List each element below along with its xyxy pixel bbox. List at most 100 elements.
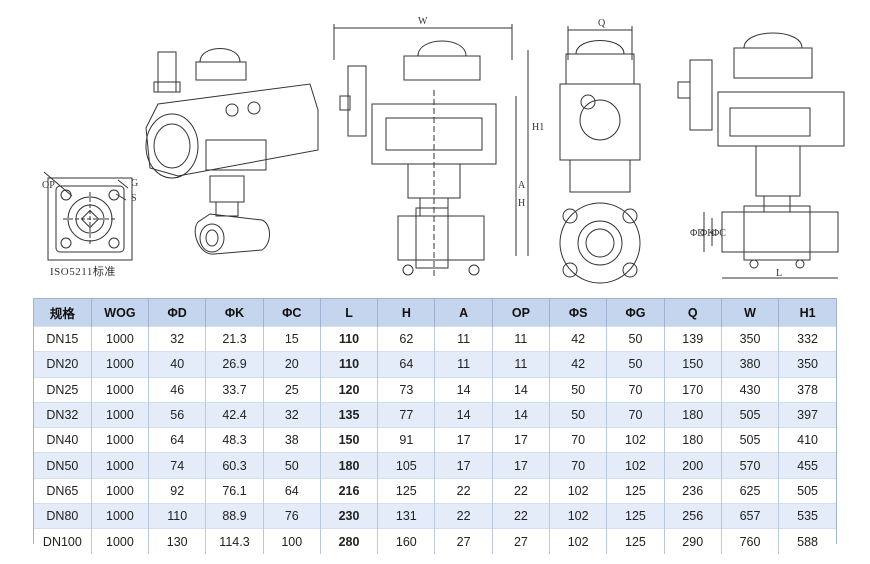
table-cell: 114.3 (205, 528, 264, 554)
table-cell: 397 (778, 401, 836, 428)
table-cell: DN80 (34, 503, 92, 529)
table-cell: DN32 (34, 401, 92, 428)
table-cell: 1000 (90, 477, 149, 504)
table-cell: DN15 (34, 325, 92, 352)
table-cell: 11 (434, 325, 493, 352)
table-cell: 11 (491, 351, 550, 378)
table-cell: 256 (663, 503, 722, 529)
column-header: ΦK (205, 299, 264, 327)
dim-label-w: W (418, 16, 428, 27)
table-cell: 378 (778, 376, 836, 403)
table-cell: 150 (663, 351, 722, 378)
table-cell: 70 (549, 452, 607, 479)
table-cell: 102 (549, 477, 607, 504)
table-cell: 32 (148, 325, 206, 352)
table-cell: 50 (606, 351, 665, 378)
column-header: ΦS (549, 299, 607, 327)
table-cell: 505 (778, 477, 836, 504)
dim-label-q: Q (598, 18, 606, 29)
dim-label-s: S (131, 193, 137, 204)
table-cell: 22 (434, 503, 493, 529)
column-header: Q (663, 299, 722, 327)
table-cell: 102 (606, 427, 665, 453)
table-cell: 32 (262, 401, 321, 428)
table-cell: 180 (663, 427, 722, 453)
table-cell: 625 (720, 477, 779, 504)
table-cell: 70 (606, 376, 665, 403)
table-cell: 17 (491, 427, 550, 453)
table-cell: 170 (663, 376, 722, 403)
table-cell: 535 (778, 503, 836, 529)
dim-label-l: L (776, 268, 782, 279)
table-cell: 102 (549, 528, 607, 554)
table-cell: 380 (720, 351, 779, 378)
table-cell: 110 (319, 351, 378, 378)
table-cell: 46 (148, 376, 206, 403)
table-cell: 76 (262, 503, 321, 529)
table-cell: 135 (319, 401, 378, 428)
dim-label-g: G (131, 178, 138, 189)
table-cell: 56 (148, 401, 206, 428)
table-cell: 505 (720, 401, 779, 428)
column-header: 规格 (34, 299, 92, 327)
table-cell: 120 (319, 376, 378, 403)
table-cell: 40 (148, 351, 206, 378)
table-cell: 17 (491, 452, 550, 479)
table-cell: 60.3 (205, 452, 264, 479)
table-cell: 1000 (90, 503, 149, 529)
dim-label-phi-c: ΦC (712, 228, 726, 239)
table-cell: DN65 (34, 477, 92, 504)
table-cell: 26.9 (205, 351, 264, 378)
table-cell: 91 (377, 427, 435, 453)
table-cell: 50 (606, 325, 665, 352)
table-cell: 27 (491, 528, 550, 554)
table-cell: 14 (491, 376, 550, 403)
column-header: WOG (90, 299, 149, 327)
table-cell: 42 (549, 325, 607, 352)
side-view (559, 26, 641, 284)
table-cell: 92 (148, 477, 206, 504)
table-cell: 570 (720, 452, 779, 479)
front-section-view (333, 24, 529, 276)
table-cell: 505 (720, 427, 779, 453)
table-cell: 70 (606, 401, 665, 428)
table-cell: 290 (663, 528, 722, 554)
table-cell: 125 (606, 477, 665, 504)
table-cell: 76.1 (205, 477, 264, 504)
table-cell: 42 (549, 351, 607, 378)
column-header: L (319, 299, 378, 327)
table-cell: 280 (319, 528, 378, 554)
table-cell: 131 (377, 503, 435, 529)
table-cell: 48.3 (205, 427, 264, 453)
table-cell: 17 (434, 427, 493, 453)
table-cell: 216 (319, 477, 378, 504)
table-cell: 760 (720, 528, 779, 554)
column-header: ΦD (148, 299, 206, 327)
table-cell: 11 (434, 351, 493, 378)
table-cell: 77 (377, 401, 435, 428)
actuator-3d-view (145, 48, 319, 255)
dim-label-phi-d: ΦD (690, 228, 705, 239)
table-cell: 22 (434, 477, 493, 504)
table-cell: 332 (778, 325, 836, 352)
column-header: ΦG (606, 299, 665, 327)
table-cell: 102 (606, 452, 665, 479)
dim-label-h: H (518, 198, 525, 209)
table-cell: 1000 (90, 401, 149, 428)
table-cell: DN20 (34, 351, 92, 378)
table-cell: 42.4 (205, 401, 264, 428)
table-cell: 410 (778, 427, 836, 453)
table-cell: 180 (663, 401, 722, 428)
dim-label-phi-k: ΦK (700, 228, 715, 239)
